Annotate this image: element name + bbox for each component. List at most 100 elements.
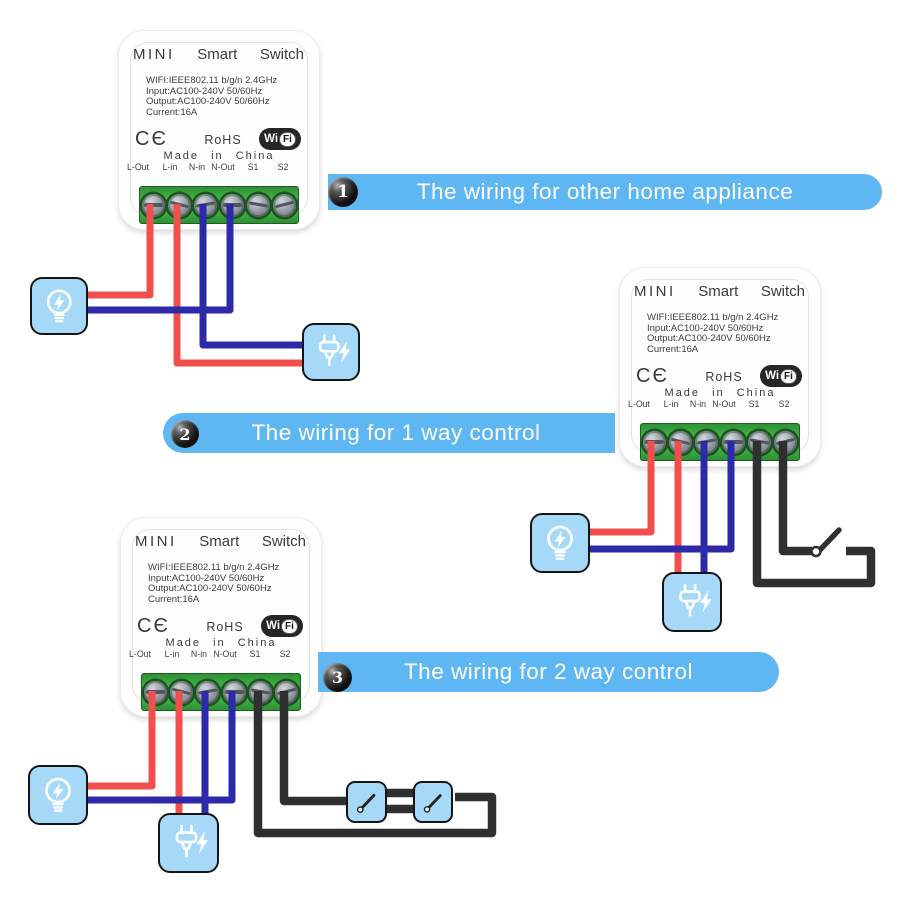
terminal-screw <box>170 680 194 704</box>
terminal-screw <box>168 193 192 217</box>
wifi-logo-fi: Fi <box>780 368 797 384</box>
step-banner-3: The wiring for 2 way control <box>318 652 779 692</box>
spec-line: Output:AC100-240V 50/60Hz <box>148 583 272 595</box>
terminal-screw <box>747 430 771 454</box>
terminal-screw <box>669 430 693 454</box>
spec-line: Current:16A <box>647 343 699 355</box>
wall-switch-box <box>413 781 453 823</box>
brand-name: MINI <box>135 533 177 550</box>
terminal-labels: L-Out L-in N-in N-Out S1 S2 <box>119 162 319 173</box>
terminal-screw <box>773 430 797 454</box>
light-bulb-box <box>30 277 88 335</box>
terminal-label-s2: S2 <box>279 649 291 659</box>
brand-name: MINI <box>634 283 676 300</box>
terminal-screw <box>246 193 270 217</box>
step-label: The wiring for 2 way control <box>403 659 694 684</box>
title-word: Switch <box>760 283 805 300</box>
step-number-3: 3 <box>323 663 352 692</box>
step-banner-1: The wiring for other home appliance <box>328 174 882 210</box>
module-specs: WIFI:IEEE802.11 b/g/n 2.4GHz Input:AC100… <box>146 75 278 118</box>
spec-line: WIFI:IEEE802.11 b/g/n 2.4GHz <box>146 75 278 86</box>
module-specs: WIFI:IEEE802.11 b/g/n 2.4GHz Input:AC100… <box>647 312 778 355</box>
terminal-label-nout: N-Out <box>213 649 237 659</box>
wifi-logo-fi: Fi <box>281 618 298 634</box>
spec-line: Input:AC100-240V 50/60Hz <box>146 85 263 97</box>
wifi-logo-fi: Fi <box>279 131 296 147</box>
terminal-screw <box>142 193 165 217</box>
module-specs: WIFI:IEEE802.11 b/g/n 2.4GHz Input:AC100… <box>148 562 280 605</box>
title-word: Smart <box>698 283 739 300</box>
title-word: Smart <box>197 46 238 63</box>
smart-switch-module-2: MINI Smart Switch WIFI:IEEE802.11 b/g/n … <box>619 267 821 467</box>
spec-line: Output:AC100-240V 50/60Hz <box>647 333 771 345</box>
power-plug-box <box>662 572 722 632</box>
power-plug-box <box>158 813 219 873</box>
ce-mark: CЄ <box>135 128 168 150</box>
terminal-label-lin: L-in <box>663 399 679 409</box>
terminal-label-nin: N-in <box>188 162 206 172</box>
spec-line: Input:AC100-240V 50/60Hz <box>148 572 265 584</box>
terminal-label-lout: L-Out <box>126 162 150 172</box>
terminal-label-s1: S1 <box>247 162 259 172</box>
wifi-logo-wi: Wi <box>266 620 281 632</box>
terminal-label-lin: L-in <box>164 649 180 659</box>
brand-name: MINI <box>133 46 175 63</box>
terminal-label-nin: N-in <box>689 399 707 409</box>
terminal-label-s1: S1 <box>748 399 760 409</box>
step-label: The wiring for 1 way control <box>251 420 541 445</box>
title-word: Switch <box>261 533 306 550</box>
terminal-block <box>141 673 301 711</box>
terminal-label-s1: S1 <box>249 649 261 659</box>
terminal-screw <box>248 680 272 704</box>
light-bulb-icon <box>547 525 573 560</box>
step-banner-2: The wiring for 1 way control <box>163 413 615 453</box>
made-in-china-label: Made in China <box>165 637 277 649</box>
terminal-screw <box>222 680 246 704</box>
smart-switch-module-3: MINI Smart Switch WIFI:IEEE802.11 b/g/n … <box>120 517 322 717</box>
light-bulb-box <box>28 765 88 825</box>
wall-switch-box <box>346 781 387 823</box>
spec-line: WIFI:IEEE802.11 b/g/n 2.4GHz <box>148 562 280 573</box>
light-bulb-box <box>530 513 590 573</box>
terminal-label-nout: N-Out <box>211 162 235 172</box>
terminal-screw <box>144 680 167 704</box>
power-plug-icon <box>175 824 209 858</box>
toggle-switch-icon <box>423 793 442 813</box>
smart-switch-module-1: MINI Smart Switch WIFI:IEEE802.11 b/g/n … <box>118 30 320 230</box>
light-bulb-icon <box>46 289 72 323</box>
made-in-china-label: Made in China <box>664 387 776 399</box>
power-plug-box <box>302 323 360 381</box>
power-plug-icon <box>318 334 350 366</box>
terminal-block <box>139 186 299 224</box>
terminal-block <box>640 423 800 461</box>
rohs-label: RoHS <box>204 133 242 147</box>
light-bulb-icon <box>45 777 71 812</box>
terminal-label-s2: S2 <box>277 162 289 172</box>
terminal-label-lin: L-in <box>162 162 178 172</box>
module-title: MINI Smart Switch <box>133 46 304 63</box>
terminal-label-lout: L-Out <box>627 399 651 409</box>
spec-line: Input:AC100-240V 50/60Hz <box>647 322 764 334</box>
rohs-label: RoHS <box>206 620 244 634</box>
ce-mark: CЄ <box>636 365 669 387</box>
spec-line: Current:16A <box>148 593 200 605</box>
terminal-screw <box>695 430 719 454</box>
toggle-switch-icon <box>356 793 375 813</box>
terminal-screw <box>196 680 220 704</box>
switch-lever <box>814 527 842 556</box>
terminal-screw <box>220 193 244 217</box>
terminal-labels: L-Out L-in N-in N-Out S1 S2 <box>121 649 321 660</box>
terminal-label-nin: N-in <box>190 649 208 659</box>
terminal-screw <box>272 193 296 217</box>
wifi-logo-wi: Wi <box>264 133 279 145</box>
spec-line: Output:AC100-240V 50/60Hz <box>146 96 270 108</box>
terminal-screw <box>721 430 745 454</box>
switch-pivot <box>810 545 822 558</box>
title-word: Smart <box>199 533 240 550</box>
step-number-2: 2 <box>171 420 199 448</box>
